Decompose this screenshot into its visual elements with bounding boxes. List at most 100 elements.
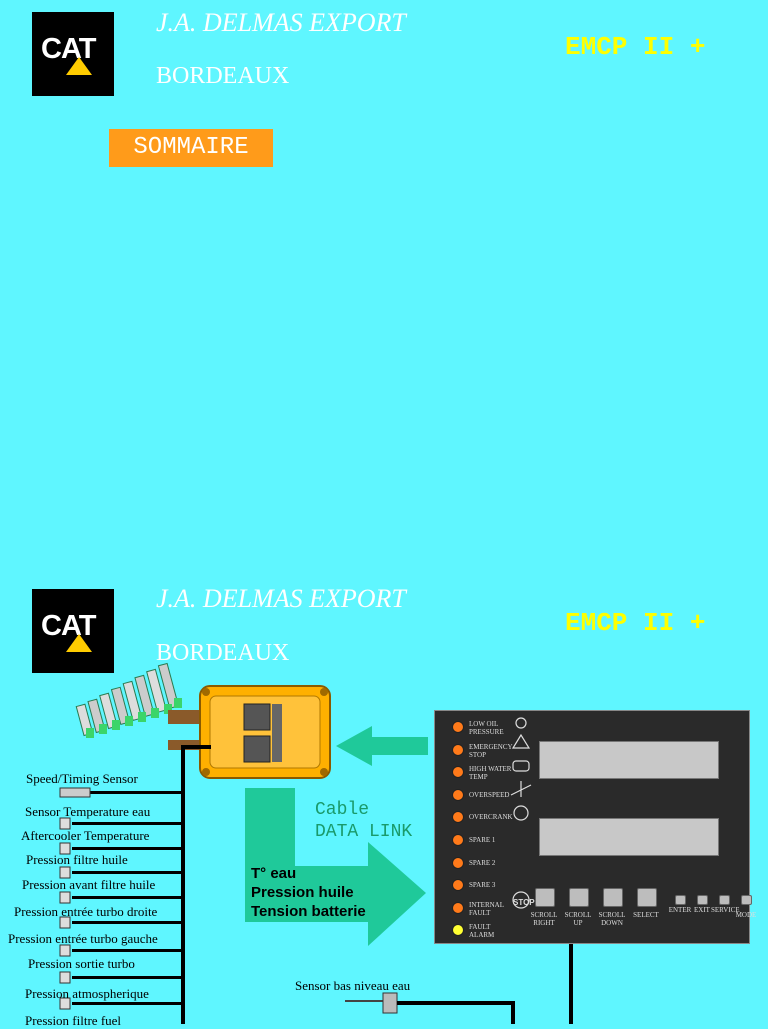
panel-button[interactable] <box>535 888 555 907</box>
panel-button-label-line: SCROLL <box>564 911 592 919</box>
emergency-stop-icon <box>511 733 531 749</box>
overspeed-icon <box>510 781 532 797</box>
sensor-label-oil-filter: Pression filtre huile <box>26 852 128 867</box>
panel-button-label-line: SELECT <box>633 911 659 919</box>
sensor-label-water-level: Sensor bas niveau eau <box>295 978 411 993</box>
sommaire-button[interactable]: SOMMAIRE <box>109 129 273 167</box>
sensor-label-turbo-left: Pression entrée turbo gauche <box>8 931 158 946</box>
sensor-label-turbo-right: Pression entrée turbo droite <box>14 904 158 919</box>
alarm-label: SPARE 1 <box>469 836 495 844</box>
alarm-led <box>452 901 464 914</box>
product-title-2: EMCP II + <box>565 608 706 638</box>
alarm-label-line: FAULT <box>469 908 491 917</box>
alarm-led <box>452 811 464 824</box>
alarm-led <box>452 879 464 892</box>
cat-logo-text: CAT <box>41 33 96 65</box>
alarm-label-line: OVERSPEED <box>469 790 510 799</box>
signal-arrow <box>245 788 426 946</box>
arrow-text-battery: Tension batterie <box>251 903 366 920</box>
water-temp-icon <box>512 760 530 772</box>
panel-button-label-line: UP <box>573 919 583 927</box>
panel-small-button-label: EXIT <box>694 906 710 914</box>
alarm-led <box>452 721 464 733</box>
panel-button-label-line: SCROLL <box>530 911 558 919</box>
alarm-label: SPARE 3 <box>469 881 495 889</box>
panel-small-button-label: MODE <box>735 911 757 919</box>
panel-button-label-line: SCROLL <box>598 911 626 919</box>
sensor-label-turbo-out: Pression sortie turbo <box>28 956 135 971</box>
alarm-led <box>452 788 464 801</box>
panel-small-button[interactable] <box>719 895 730 905</box>
panel-small-button[interactable] <box>697 895 708 905</box>
alarm-label-line: FAULT <box>469 923 491 932</box>
alarm-led <box>452 856 464 869</box>
datalink-label: DATA LINK <box>315 822 413 842</box>
panel-cable <box>569 942 573 1024</box>
sensor-label-speed: Speed/Timing Sensor <box>26 771 138 786</box>
alarm-led <box>452 743 464 756</box>
alarm-led <box>452 766 464 779</box>
alarm-label: OVERSPEED <box>469 791 509 799</box>
lcd-display-top <box>539 741 719 779</box>
ecm-module <box>199 685 331 779</box>
panel-button-label: SELECT <box>629 911 663 919</box>
panel-small-button[interactable] <box>741 895 752 905</box>
alarm-icons <box>510 717 532 909</box>
alarm-label-line: LOW OIL <box>469 720 499 728</box>
cat-triangle-icon <box>66 57 92 75</box>
sensor-label-atmo: Pression atmospherique <box>25 986 149 1001</box>
alarm-label-line: INTERNAL <box>469 900 504 909</box>
alarm-label: SPARE 2 <box>469 859 495 867</box>
panel-button[interactable] <box>603 888 623 907</box>
panel-small-button[interactable] <box>675 895 686 905</box>
cable-label: Cable <box>315 800 370 820</box>
panel-button-label-line: DOWN <box>601 919 623 927</box>
alarm-label-line: PRESSURE <box>469 728 504 736</box>
alarm-led <box>452 834 464 846</box>
stop-icon <box>512 891 530 909</box>
cat-triangle-icon-2 <box>66 634 92 652</box>
data-link-arrow <box>336 726 428 766</box>
company-title-2: J.A. DELMAS EXPORT <box>156 584 406 613</box>
panel-button[interactable] <box>569 888 589 907</box>
oil-pressure-icon <box>515 717 527 729</box>
alarm-label-line: OVERCRANK <box>469 813 513 822</box>
alarm-label-line: EMERGENCY <box>469 742 513 751</box>
alarm-label: OVERCRANK <box>469 813 513 821</box>
alarm-label-line: SPARE 3 <box>469 881 496 890</box>
alarm-label-line: ALARM <box>469 931 495 940</box>
arrow-text-oil-pressure: Pression huile <box>251 884 354 901</box>
lcd-display-bottom <box>539 818 719 856</box>
sensor-label-water-temp: Sensor Temperature eau <box>25 804 151 819</box>
alarm-label-line: HIGH WATER <box>469 765 512 774</box>
sensor-branches <box>72 791 181 1005</box>
injectors-icon <box>75 662 182 738</box>
sensor-label-fuel-filter: Pression filtre fuel <box>25 1013 122 1028</box>
alarm-label-line: TEMP <box>469 773 488 782</box>
sensor-label-aftercooler: Aftercooler Temperature <box>21 828 150 843</box>
overcrank-icon <box>513 805 529 821</box>
sensor-bus <box>181 747 185 1024</box>
alarm-label-line: SPARE 1 <box>469 836 496 844</box>
cat-logo-text-2: CAT <box>41 610 96 642</box>
cat-logo: CAT <box>32 12 114 96</box>
panel-small-button-label: SERVICE <box>711 906 740 914</box>
alarm-label-line: SPARE 2 <box>469 858 496 867</box>
company-city: BORDEAUX <box>156 63 290 89</box>
panel-button[interactable] <box>637 888 657 907</box>
company-city-2: BORDEAUX <box>156 640 290 666</box>
company-title: J.A. DELMAS EXPORT <box>156 8 406 37</box>
product-title: EMCP II + <box>565 32 706 62</box>
stop-icon-label: STOP <box>513 898 535 907</box>
sensor-label-pre-filter: Pression avant filtre huile <box>22 877 156 892</box>
sensor-symbols <box>59 787 91 1010</box>
